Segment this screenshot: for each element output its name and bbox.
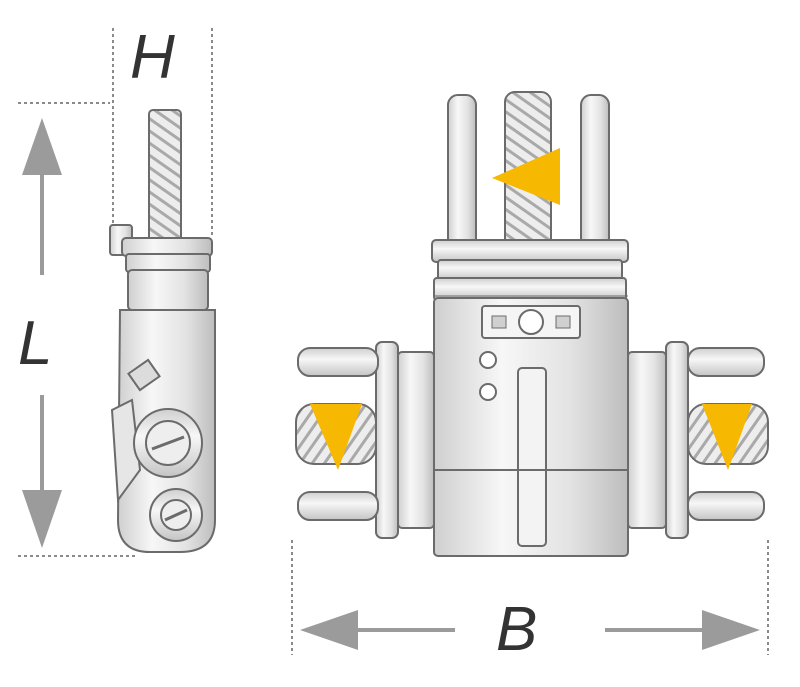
threaded-stud [148, 109, 182, 246]
center-slot [517, 367, 547, 547]
breadth-arrow [300, 610, 760, 650]
side-view: H L [18, 23, 216, 557]
insert-arrow-left [310, 404, 362, 470]
left-ring [375, 341, 399, 539]
branch-conductor-top-right [687, 347, 765, 377]
branch-conductor-bottom-right [687, 491, 765, 521]
right-ring [665, 341, 689, 539]
insert-arrow-top [492, 148, 560, 205]
run-conductor-right [580, 94, 610, 256]
branch-conductor-bottom-left [297, 491, 379, 521]
height-label: H [130, 23, 175, 92]
length-arrow [22, 118, 62, 548]
front-view: B [291, 91, 769, 664]
run-conductor-left [447, 94, 477, 256]
length-label: L [18, 309, 52, 378]
top-cap [431, 239, 629, 263]
breadth-label: B [496, 595, 537, 664]
side-lock-nut [127, 358, 161, 392]
insert-arrow-right [702, 404, 752, 470]
branch-conductor-top-left [297, 347, 379, 377]
